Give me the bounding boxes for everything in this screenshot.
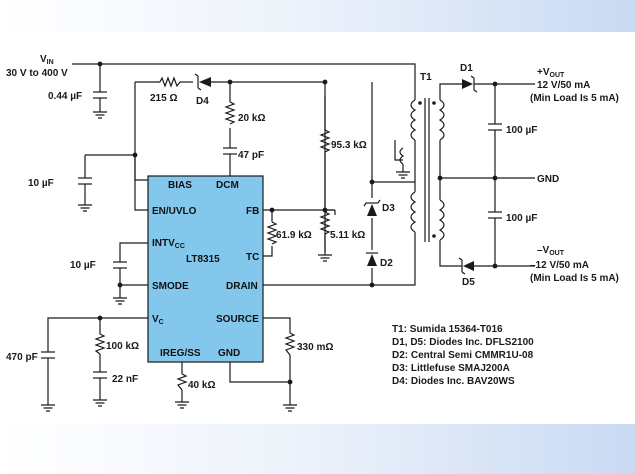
capacitor-intv [113, 261, 127, 269]
ground-icon [78, 204, 92, 212]
vout-pos-spec: 12 V/50 mA [537, 80, 590, 91]
label-d2: D2 [380, 258, 393, 269]
diode-d1 [462, 75, 478, 93]
gnd-output-label: GND [537, 174, 559, 185]
vout-neg-label: –VOUT [537, 245, 565, 257]
label-r-100k: 100 kΩ [106, 341, 139, 352]
resistor-5k11 [319, 211, 331, 252]
label-r-61k: 61.9 kΩ [276, 230, 312, 241]
ic-lt8315: BIAS DCM EN/UVLO FB INTVCC LT8315 TC SMO… [147, 175, 264, 363]
capacitor-470p [41, 351, 55, 359]
resistor-330m [284, 332, 296, 356]
ground-icon [41, 404, 55, 412]
pin-drain: DRAIN [226, 281, 258, 292]
resistors [94, 76, 331, 391]
capacitors [41, 91, 502, 379]
label-c-in: 0.44 µF [48, 91, 82, 102]
pin-smode: SMODE [152, 281, 189, 292]
capacitor-out1 [488, 123, 502, 131]
ground-icon [396, 164, 410, 179]
label-r-5k11: 5.11 kΩ [330, 230, 365, 241]
vout-pos-minload: (Min Load Is 5 mA) [530, 93, 619, 104]
label-d5: D5 [462, 277, 475, 288]
vout-neg-minload: (Min Load Is 5 mA) [530, 273, 619, 284]
vout-pos-label: +VOUT [537, 67, 565, 79]
capacitor-cin [93, 91, 107, 99]
resistor-61k [266, 221, 278, 245]
label-c-bias: 10 µF [28, 178, 54, 189]
diode-d3 [363, 199, 381, 216]
label-r-20k: 20 kΩ [238, 113, 265, 124]
pin-intv: INTVCC [152, 238, 185, 250]
ground-icon [283, 404, 297, 412]
label-d3: D3 [382, 203, 395, 214]
resistor-40k [176, 373, 188, 391]
label-d4: D4 [196, 96, 209, 107]
wires [47, 63, 535, 405]
label-c-470p: 470 pF [6, 352, 38, 363]
pin-tc: TC [246, 252, 259, 263]
label-r-95k: 95.3 kΩ [331, 140, 367, 151]
pin-bias: BIAS [168, 180, 192, 191]
label-r-215: 215 Ω [150, 93, 177, 104]
pin-gnd: GND [218, 348, 240, 359]
output-labels: +VOUT 12 V/50 mA (Min Load Is 5 mA) GND … [530, 67, 619, 284]
label-c-out1: 100 µF [506, 125, 537, 136]
capacitor-22n [93, 371, 107, 379]
ground-icon [113, 297, 127, 305]
pin-dcm: DCM [216, 180, 239, 191]
bom-item: D3: Littlefuse SMAJ200A [392, 363, 510, 374]
capacitor-47p [223, 147, 237, 155]
vout-neg-spec: –12 V/50 mA [530, 260, 589, 271]
diode-d5 [458, 257, 474, 275]
vin-range: 30 V to 400 V [6, 68, 68, 79]
ground-icon [175, 401, 189, 409]
label-t1: T1 [420, 72, 432, 83]
capacitor-bias [78, 177, 92, 185]
junctions [97, 61, 498, 385]
resistor-20k [224, 101, 236, 125]
label-r-330m: 330 mΩ [297, 342, 333, 353]
label-c-22n: 22 nF [112, 374, 138, 385]
pin-vc: VC [152, 314, 164, 326]
bom-item: T1: Sumida 15364-T016 [392, 324, 503, 335]
ground-icon [93, 111, 107, 119]
ground-symbols [41, 111, 410, 412]
label-c-out2: 100 µF [506, 213, 537, 224]
pin-ireg-ss: IREG/SS [160, 348, 201, 359]
pin-en-uvlo: EN/UVLO [152, 206, 197, 217]
bom-item: D4: Diodes Inc. BAV20WS [392, 376, 515, 387]
label-c-intv: 10 µF [70, 260, 96, 271]
bom-list: T1: Sumida 15364-T016 D1, D5: Diodes Inc… [392, 324, 534, 387]
transformer-t1 [399, 98, 445, 242]
bom-item: D1, D5: Diodes Inc. DFLS2100 [392, 337, 534, 348]
bom-item: D2: Central Semi CMMR1U-08 [392, 350, 534, 361]
capacitor-out2 [488, 211, 502, 219]
diode-d4 [194, 73, 211, 91]
resistor-100k [94, 333, 106, 355]
label-d1: D1 [460, 63, 473, 74]
pin-source: SOURCE [216, 314, 259, 325]
label-c-47p: 47 pF [238, 150, 264, 161]
vin-label: VIN [40, 54, 54, 66]
ic-part-number: LT8315 [186, 254, 220, 265]
schematic-panel [0, 32, 635, 424]
resistor-215 [159, 76, 181, 88]
diodes [194, 73, 478, 275]
resistor-95k [319, 100, 331, 210]
pin-fb: FB [246, 206, 259, 217]
ground-icon [93, 399, 107, 407]
component-labels: VIN 30 V to 400 V 0.44 µF 215 Ω D4 20 kΩ… [6, 54, 537, 391]
diode-d2 [366, 252, 378, 266]
label-r-40k: 40 kΩ [188, 380, 215, 391]
ground-icon [318, 254, 332, 262]
